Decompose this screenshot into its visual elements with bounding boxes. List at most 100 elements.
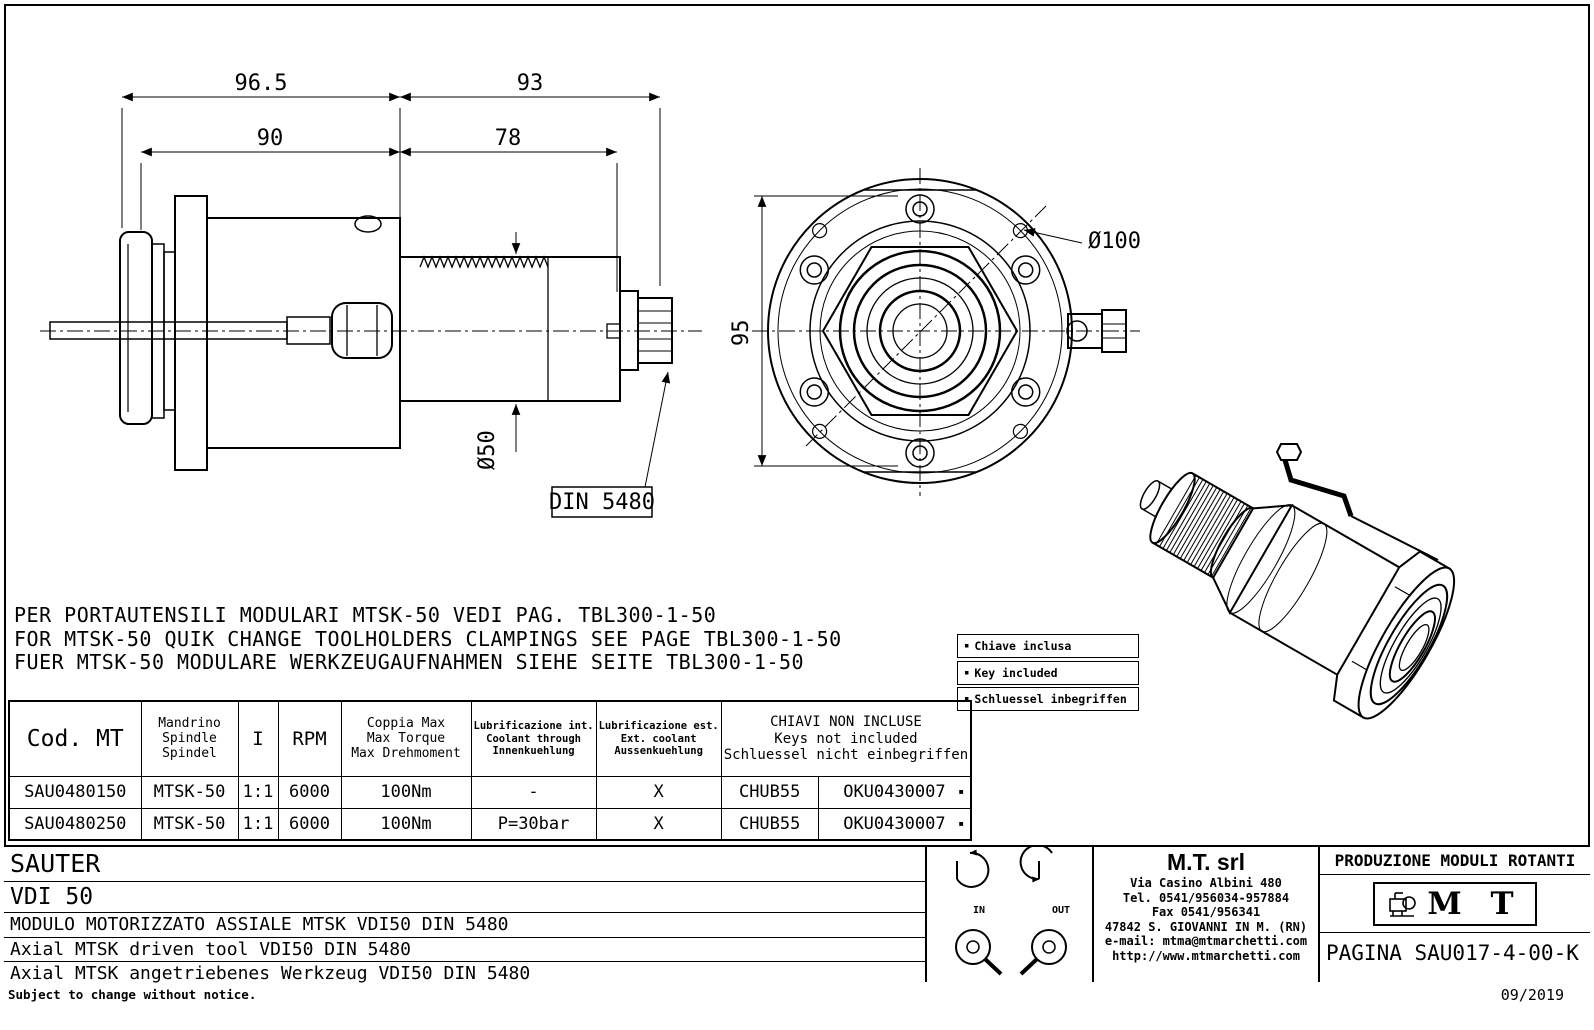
cell-key1: CHUB55: [720, 775, 819, 809]
key-legend: ▪ Chiave inclusa ▪ Key included ▪ Schlue…: [957, 634, 1139, 714]
locknut-hexagon: [821, 246, 1019, 416]
legend-label: Schluessel inbegriffen: [974, 692, 1127, 706]
col-coolant-int: Lubrificazione int. Coolant through Inne…: [470, 700, 597, 777]
dim-96-5: 96.5: [235, 71, 288, 96]
bar-collar: [286, 316, 331, 345]
dim-diameter-50: Ø50: [475, 430, 500, 470]
company-web: http://www.mtmarchetti.com: [1112, 948, 1300, 963]
key2-code: OKU0430007: [843, 782, 946, 802]
cell-ratio: 1:1: [237, 775, 279, 809]
iso-front-face: [1357, 566, 1456, 720]
table-header-row: Cod. MT Mandrino Spindle Spindel I RPM C…: [8, 700, 972, 777]
mount-plate: [174, 195, 208, 471]
table-row: SAU0480150 MTSK-50 1:1 6000 100Nm - X CH…: [8, 775, 972, 809]
machine-icon: [1389, 891, 1417, 917]
legend-item-en: ▪ Key included: [957, 660, 1139, 685]
series-name: SAUTER: [4, 847, 925, 882]
corner-holes: [811, 223, 1029, 439]
spec-table: Cod. MT Mandrino Spindle Spindel I RPM C…: [8, 700, 973, 841]
production-header: PRODUZIONE MODULI ROTANTI: [1320, 847, 1590, 875]
flange-circle-d100: [777, 188, 1063, 474]
clamp-screw-side: [1066, 309, 1127, 353]
key2-code: OKU0430007: [843, 813, 946, 834]
side-view: [49, 195, 673, 471]
col-cod-mt: Cod. MT: [8, 700, 142, 777]
legend-label: Key included: [974, 665, 1058, 680]
rotation-in-label: IN: [973, 905, 985, 916]
cell-key2: OKU0430007 ▪: [817, 807, 972, 841]
col-ratio: I: [237, 700, 279, 777]
description-block: MODULO MOTORIZZATO ASSIALE MTSK VDI50 DI…: [4, 913, 925, 986]
cell-spindle: MTSK-50: [140, 775, 239, 809]
cell-cod: SAU0480150: [8, 775, 142, 809]
mt-logo: M T: [1320, 875, 1590, 932]
table-row: SAU0480250 MTSK-50 1:1 6000 100Nm P=30ba…: [8, 807, 972, 841]
cell-torque: 100Nm: [340, 775, 472, 809]
cell-coolant-ext: X: [595, 807, 722, 841]
cad-drawing: 96.5 93 90 78 Ø50 DIN 5480: [40, 71, 1456, 720]
square-bullet-icon: ▪: [964, 641, 970, 651]
thread-profile: [419, 255, 549, 269]
knurl-hatch: [1155, 475, 1252, 577]
company-city: 47842 S. GIOVANNI IN M. (RN): [1104, 919, 1308, 934]
cell-rpm: 6000: [277, 807, 342, 841]
drawing-notes: PER PORTAUTENSILI MODULARI MTSK-50 VEDI …: [14, 603, 842, 675]
square-bullet-icon: ▪: [964, 667, 970, 678]
footer-note: Subject to change without notice.: [8, 987, 257, 1002]
screw-holes: [799, 194, 1041, 468]
col-rpm: RPM: [277, 700, 342, 777]
housing-hole: [354, 215, 382, 233]
title-left: SAUTER VDI 50 MODULO MOTORIZZATO ASSIALE…: [4, 847, 925, 984]
company-info: M.T. srl Via Casino Albini 480 Tel. 0541…: [1092, 847, 1318, 982]
rotation-coolant-icons: IN OUT: [925, 844, 1092, 982]
cell-coolant-ext: X: [595, 775, 722, 809]
note-line-de: FUER MTSK-50 MODULARE WERKZEUGAUFNAHMEN …: [14, 650, 805, 674]
side-dimensions: [121, 92, 671, 488]
drive-spigot: [637, 297, 673, 364]
cell-torque: 100Nm: [340, 807, 472, 841]
model-name: VDI 50: [4, 882, 925, 913]
dim-95: 95: [729, 320, 754, 347]
title-right: PRODUZIONE MODULI ROTANTI: [1318, 847, 1590, 982]
legend-item-it: ▪ Chiave inclusa: [957, 634, 1139, 658]
square-bullet-icon: ▪: [958, 786, 965, 798]
cell-coolant-int: P=30bar: [470, 807, 597, 841]
cell-key2: OKU0430007 ▪: [817, 775, 972, 809]
mt-logo-frame: M T: [1373, 881, 1537, 926]
front-dimensions: [754, 195, 1083, 467]
housing-outline: [767, 178, 1073, 484]
company-email: e-mail: mtma@mtmarchetti.com: [1104, 934, 1308, 948]
description-it: MODULO MOTORIZZATO ASSIALE MTSK VDI50 DI…: [4, 913, 925, 938]
cell-coolant-int: -: [470, 775, 597, 809]
iso-coolant-lever: [1275, 443, 1439, 561]
company-tel: Tel. 0541/956034-957884: [1122, 890, 1290, 905]
legend-item-de: ▪ Schluessel inbegriffen: [957, 687, 1139, 711]
company-name: M.T. srl: [1167, 849, 1245, 875]
title-block: SAUTER VDI 50 MODULO MOTORIZZATO ASSIALE…: [4, 844, 1590, 984]
page-code: PAGINA SAU017-4-00-K: [1320, 932, 1590, 982]
din-5480-label: DIN 5480: [549, 490, 655, 515]
dim-78: 78: [495, 126, 522, 151]
col-coolant-ext: Lubrificazione est. Ext. coolant Aussenk…: [595, 700, 722, 777]
front-view: [767, 178, 1127, 484]
footer-date: 09/2019: [1500, 986, 1564, 1004]
icons-graphic: IN OUT: [955, 844, 1070, 976]
spindle-cylinder: [399, 256, 621, 402]
description-en: Axial MTSK driven tool VDI50 DIN 5480: [4, 938, 925, 962]
cell-cod: SAU0480250: [8, 807, 142, 841]
center-pin: [606, 323, 621, 339]
cell-rpm: 6000: [277, 775, 342, 809]
col-spindle: Mandrino Spindle Spindel: [140, 700, 239, 777]
gear-housing: [206, 217, 401, 449]
clamping-nut: [119, 231, 153, 425]
note-line-it: PER PORTAUTENSILI MODULARI MTSK-50 VEDI …: [14, 603, 717, 627]
mt-logo-text: M T: [1427, 885, 1523, 922]
pin-wrench-icon: [1019, 929, 1067, 976]
description-de: Axial MTSK angetriebenes Werkzeug VDI50 …: [10, 963, 531, 984]
cell-ratio: 1:1: [237, 807, 279, 841]
isometric-view: [1139, 443, 1456, 720]
company-fax: Fax 0541/956341: [1151, 905, 1261, 919]
dim-93: 93: [517, 71, 544, 96]
cell-key1: CHUB55: [720, 807, 819, 841]
